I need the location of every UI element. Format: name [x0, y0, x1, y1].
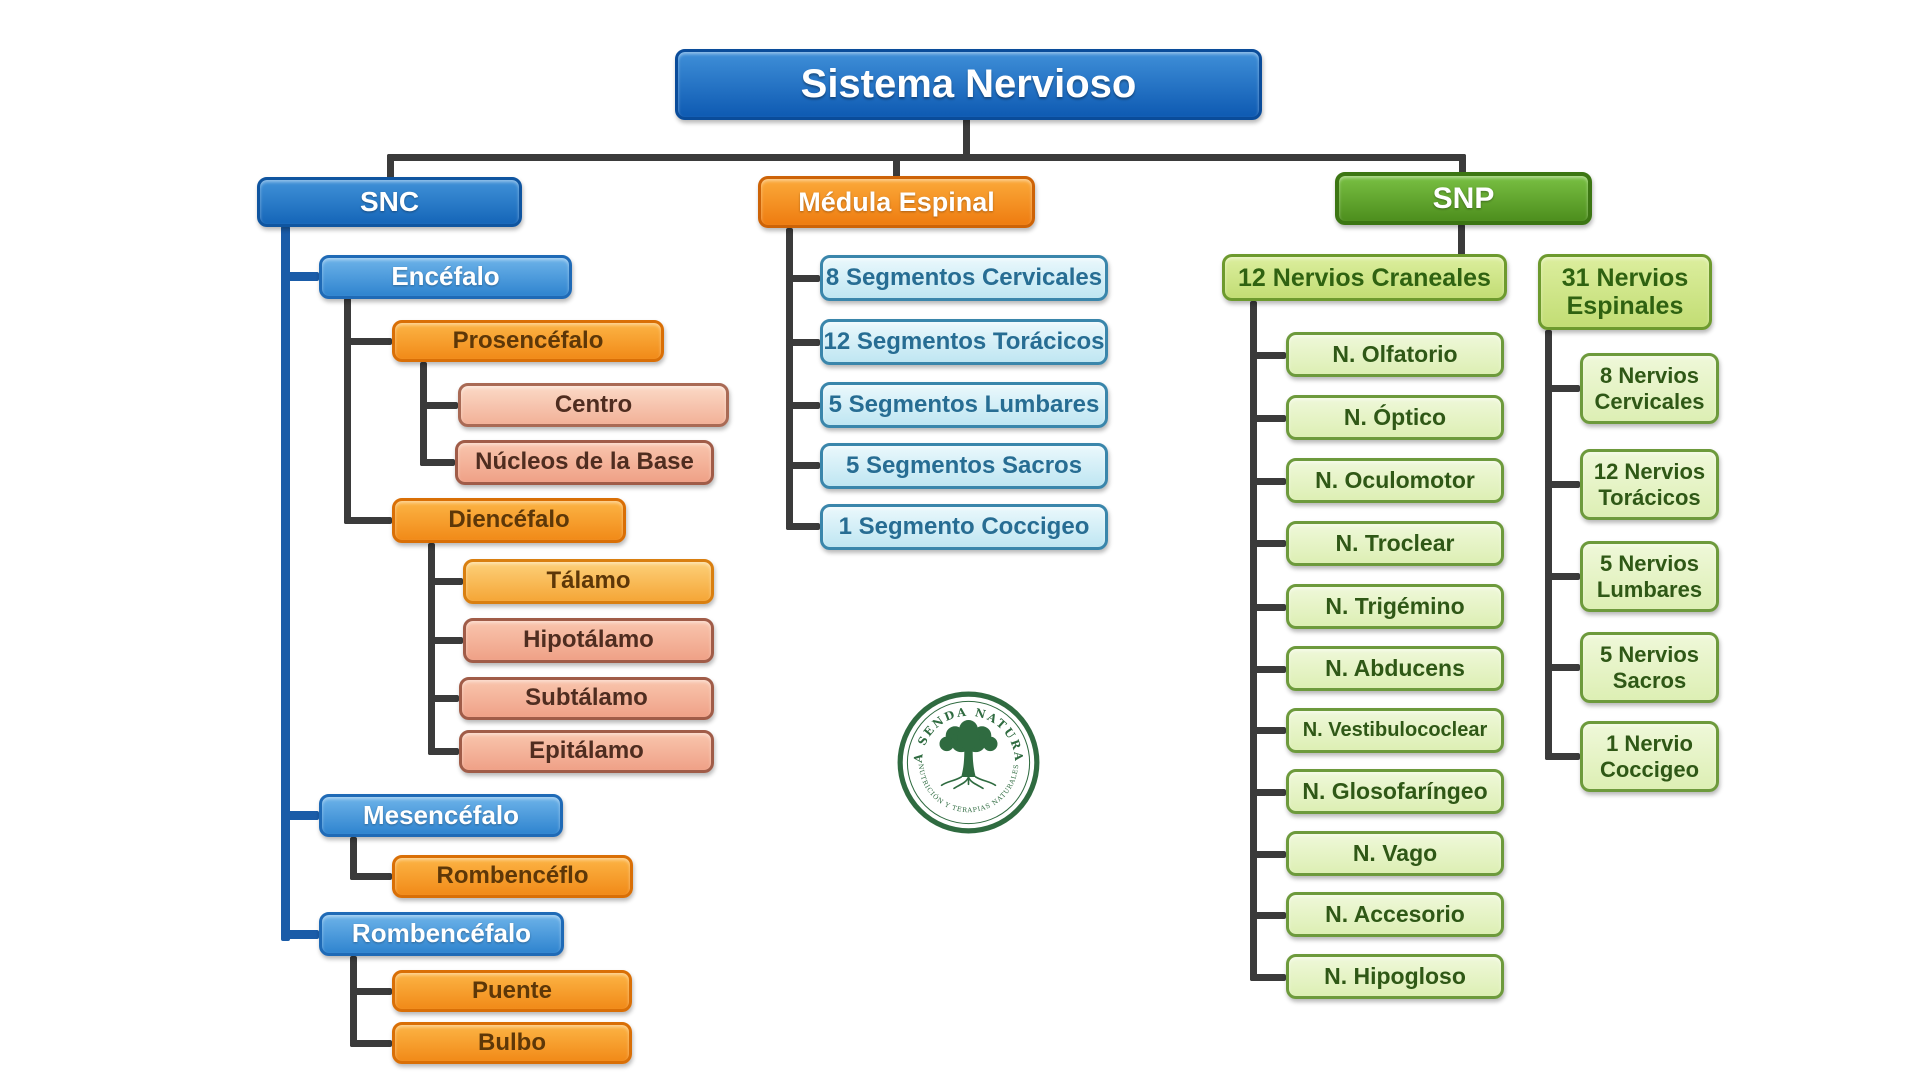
connector	[1250, 540, 1286, 547]
connector	[1250, 301, 1257, 981]
connector	[1458, 224, 1465, 256]
node-nervios-toracicos: 12 Nervios Torácicos	[1580, 449, 1719, 520]
connector	[281, 930, 319, 939]
logo-la-senda-natural: LA SENDA NATURAL NUTRICIÓN Y TERAPIAS NA…	[896, 690, 1040, 834]
logo-tree-icon	[939, 720, 998, 790]
connector	[786, 462, 820, 469]
connector	[893, 154, 900, 181]
connector	[1545, 385, 1580, 392]
connector	[786, 523, 820, 530]
node-nervio-coccigeo: 1 Nervio Coccigeo	[1580, 721, 1719, 792]
connector	[1545, 573, 1580, 580]
node-n-olfatorio: N. Olfatorio	[1286, 332, 1504, 377]
connector	[1250, 974, 1286, 981]
node-sistema-nervioso: Sistema Nervioso	[675, 49, 1262, 120]
connector	[786, 228, 793, 530]
node-nervios-cervicales: 8 Nervios Cervicales	[1580, 353, 1719, 424]
node-centro: Centro	[458, 383, 729, 427]
connector	[1545, 481, 1580, 488]
connector	[1250, 604, 1286, 611]
connector	[1250, 352, 1286, 359]
connector	[350, 1040, 392, 1047]
connector	[420, 459, 455, 466]
connector	[428, 543, 435, 755]
connector	[428, 578, 463, 585]
node-n-oculomotor: N. Oculomotor	[1286, 458, 1504, 503]
connector	[344, 517, 392, 524]
node-snc: SNC	[257, 177, 522, 227]
connector	[1545, 753, 1580, 760]
connector	[428, 637, 463, 644]
connector	[1250, 851, 1286, 858]
node-n-troclear: N. Troclear	[1286, 521, 1504, 566]
node-rombencefalo: Rombencéfalo	[319, 912, 564, 956]
node-segmento-coccigeo: 1 Segmento Coccigeo	[820, 504, 1108, 550]
connector	[1250, 666, 1286, 673]
node-talamo: Tálamo	[463, 559, 714, 604]
node-segmentos-sacros: 5 Segmentos Sacros	[820, 443, 1108, 489]
node-hipotalamo: Hipotálamo	[463, 618, 714, 663]
connector	[387, 154, 1466, 161]
connector	[1250, 415, 1286, 422]
node-prosencefalo: Prosencéfalo	[392, 320, 664, 362]
connector	[428, 695, 459, 702]
node-n-accesorio: N. Accesorio	[1286, 892, 1504, 937]
connector	[387, 154, 394, 182]
connector	[1545, 330, 1552, 760]
connector	[350, 873, 392, 880]
connector	[281, 811, 319, 820]
node-puente: Puente	[392, 970, 632, 1012]
node-nervios-espinales: 31 Nervios Espinales	[1538, 254, 1712, 330]
connector	[1545, 664, 1580, 671]
node-segmentos-toracicos: 12 Segmentos Torácicos	[820, 319, 1108, 365]
connector	[1250, 789, 1286, 796]
node-encefalo: Encéfalo	[319, 255, 572, 299]
node-diencefalo: Diencéfalo	[392, 498, 626, 543]
node-nucleos-de-la-base: Núcleos de la Base	[455, 440, 714, 485]
node-nervios-sacros: 5 Nervios Sacros	[1580, 632, 1719, 703]
node-n-optico: N. Óptico	[1286, 395, 1504, 440]
node-epitalamo: Epitálamo	[459, 730, 714, 773]
connector	[350, 956, 357, 1047]
node-segmentos-cervicales: 8 Segmentos Cervicales	[820, 255, 1108, 301]
connector	[963, 118, 970, 160]
node-medula-espinal: Médula Espinal	[758, 176, 1035, 228]
node-n-trigemino: N. Trigémino	[1286, 584, 1504, 629]
node-n-vago: N. Vago	[1286, 831, 1504, 876]
node-n-abducens: N. Abducens	[1286, 646, 1504, 691]
node-nervios-lumbares: 5 Nervios Lumbares	[1580, 541, 1719, 612]
connector	[786, 339, 820, 346]
node-n-vestibulococlear: N. Vestibulococlear	[1286, 708, 1504, 753]
connector	[344, 298, 351, 524]
connector	[1459, 154, 1466, 178]
node-bulbo: Bulbo	[392, 1022, 632, 1064]
node-snp: SNP	[1335, 172, 1592, 225]
node-subtalamo: Subtálamo	[459, 677, 714, 720]
connector	[1250, 478, 1286, 485]
connector	[1250, 727, 1286, 734]
connector	[350, 837, 357, 880]
connector	[428, 748, 459, 755]
node-nervios-craneales: 12 Nervios Craneales	[1222, 254, 1507, 301]
connector	[786, 402, 820, 409]
node-n-hipogloso: N. Hipogloso	[1286, 954, 1504, 999]
connector	[344, 338, 392, 345]
connector	[786, 275, 820, 282]
logo-inner-ring	[906, 700, 1031, 825]
connector	[281, 226, 290, 941]
connector	[350, 988, 392, 995]
node-mesencefalo: Mesencéfalo	[319, 794, 563, 837]
connector	[281, 272, 319, 281]
node-segmentos-lumbares: 5 Segmentos Lumbares	[820, 382, 1108, 428]
connector	[1250, 912, 1286, 919]
connector	[420, 362, 427, 466]
connector	[420, 402, 458, 409]
node-n-glosofaringeo: N. Glosofaríngeo	[1286, 769, 1504, 814]
node-rombenceflo: Rombencéflo	[392, 855, 633, 898]
